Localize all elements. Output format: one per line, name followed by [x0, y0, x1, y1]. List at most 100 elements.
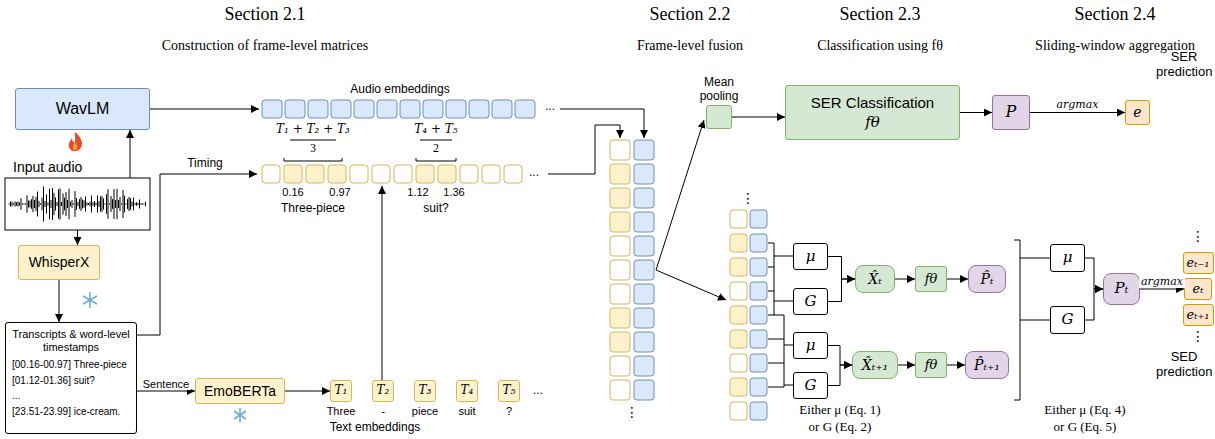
aggregation-box: μ [793, 332, 828, 359]
connector [895, 279, 915, 280]
node-text: eₜ [1193, 282, 1204, 297]
text-embedding: T₄ [456, 380, 478, 402]
snowflake-icon [83, 292, 97, 308]
flame-icon [69, 132, 82, 151]
fusion-audio-cell [634, 332, 654, 352]
audio-embedding-cell [262, 100, 282, 118]
connector [77, 230, 78, 245]
token-label: ? [506, 405, 512, 418]
node-text: μ [806, 248, 816, 265]
text-embedding: T₁ [330, 380, 352, 402]
timing-cell [438, 165, 456, 183]
window-text-cell [730, 330, 747, 348]
classifier-box: fθ [915, 352, 947, 378]
text-embedding: T₂ [372, 380, 394, 402]
fusion-audio-cell [634, 140, 654, 160]
node-text: SER Classification [811, 94, 934, 111]
node-text: μ [806, 337, 816, 354]
node-text: fθ [865, 114, 880, 131]
snowflake-icon [234, 408, 246, 422]
node-text: EmoBERTa [204, 383, 276, 399]
connector [1085, 289, 1103, 320]
waveform [9, 187, 146, 222]
window-text-cell [730, 282, 747, 300]
model-box: WhisperX [18, 245, 100, 280]
connector [285, 391, 330, 392]
classifier-box: fθ [915, 266, 947, 292]
node-text: Input audio [13, 159, 82, 175]
window-text-cell [730, 306, 747, 324]
token-label: Three [327, 405, 356, 418]
window-audio-cell [750, 402, 767, 420]
ellipsis: ⋮ [625, 404, 639, 420]
connector [130, 130, 131, 178]
edge-label: argmax [1054, 99, 1100, 111]
node-text: G [805, 293, 817, 310]
section-heading: Section 2.3 [840, 4, 921, 25]
window-audio-cell [750, 354, 767, 372]
connector [732, 117, 785, 118]
output-label: SER prediction [1156, 50, 1212, 80]
window-feature-box: X̂ₜ [855, 265, 895, 293]
node-text: T₅ [503, 384, 516, 398]
node-text: X̂ₜ₊₁ [862, 357, 888, 373]
window-audio-cell [750, 258, 767, 276]
node-text: WavLM [56, 100, 110, 118]
window-audio-cell [750, 306, 767, 324]
window-audio-cell [750, 282, 767, 300]
matrix-cells [262, 100, 767, 420]
connector [828, 279, 855, 302]
aggregation-box: μ [793, 243, 828, 270]
window-audio-cell [750, 378, 767, 396]
fusion-text-cell [610, 188, 630, 208]
audio-embedding-cell [492, 100, 512, 118]
timing-cell [372, 165, 390, 183]
audio-embedding-cell [285, 100, 305, 118]
prediction-box: eₜ₊₁ [1183, 304, 1214, 326]
aggregation-box: G [793, 372, 828, 399]
section-heading: Section 2.4 [1075, 4, 1156, 25]
fusion-audio-cell [634, 284, 654, 304]
timing-cell [394, 165, 412, 183]
aggregation-box: G [793, 288, 828, 315]
fusion-text-cell [610, 332, 630, 352]
classifier-box: SER Classification fθ [785, 85, 960, 140]
section-subtitle: Classification using fθ [817, 38, 943, 54]
window-text-cell [730, 210, 747, 228]
method-note: or G (Eq. 5) [1054, 420, 1117, 435]
timing-cell [306, 165, 324, 183]
row-label: Audio embeddings [350, 83, 449, 97]
text-embedding: T₃ [414, 380, 436, 402]
node-text: P [1006, 103, 1017, 121]
prediction-box: eₜ₋₁ [1183, 252, 1214, 274]
model-box: WavLM [15, 88, 150, 130]
connector [137, 391, 195, 392]
node-text: T₃ [419, 384, 432, 398]
window-text-cell [730, 378, 747, 396]
row-label: Text embeddings [330, 421, 421, 435]
waveform-frame [5, 178, 150, 230]
fusion-text-cell [610, 380, 630, 400]
node-text: [00.16-00.97] Three-piece [12, 359, 127, 371]
node-text: fθ [925, 272, 938, 287]
fraction-numerator: T₄ + T₅ [414, 123, 457, 137]
audio-embedding-cell [308, 100, 328, 118]
window-audio-cell [750, 234, 767, 252]
probability-box: P [992, 95, 1030, 130]
wire-label: Timing [187, 157, 223, 171]
node-text: T₂ [377, 384, 390, 398]
section-subtitle: Construction of frame-level matrices [162, 38, 368, 54]
fusion-text-cell [610, 308, 630, 328]
fusion-audio-cell [634, 188, 654, 208]
section-heading: Section 2.1 [225, 4, 306, 25]
timing-cell [262, 165, 280, 183]
output-label: SED prediction [1156, 350, 1212, 380]
timing-cell [416, 165, 434, 183]
connector [828, 257, 855, 280]
node-text: P̂ₜ [981, 271, 994, 287]
prediction-box: eₜ [1184, 278, 1212, 300]
node-text: μ [1063, 249, 1073, 266]
